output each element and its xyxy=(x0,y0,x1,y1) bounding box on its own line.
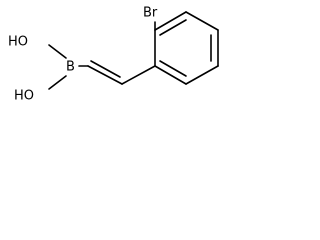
chemical-structure: Br B HO HO xyxy=(8,6,219,104)
vinyl-double-bond-outer xyxy=(87,65,123,85)
hydroxyl-bottom-label: HO xyxy=(14,89,34,104)
vinyl-bond-ring xyxy=(121,65,156,85)
boron-oh-bottom-bond xyxy=(48,75,67,90)
boron-label: B xyxy=(66,60,75,75)
benzene-ring xyxy=(154,11,219,85)
ring-bond-bottom-left xyxy=(154,65,187,85)
ring-bond-right-top xyxy=(185,11,219,31)
ring-bond-top-right xyxy=(154,11,187,31)
vinyl-double-bond-inner xyxy=(90,60,121,78)
bromine-label: Br xyxy=(143,6,158,21)
ring-bond-bottom-left-inner xyxy=(159,60,187,77)
hydroxyl-top-label: HO xyxy=(8,35,28,50)
ring-bond-top-right-inner xyxy=(159,19,187,36)
ring-bond-bottom-right xyxy=(185,65,219,85)
boron-oh-top-bond xyxy=(48,44,67,59)
